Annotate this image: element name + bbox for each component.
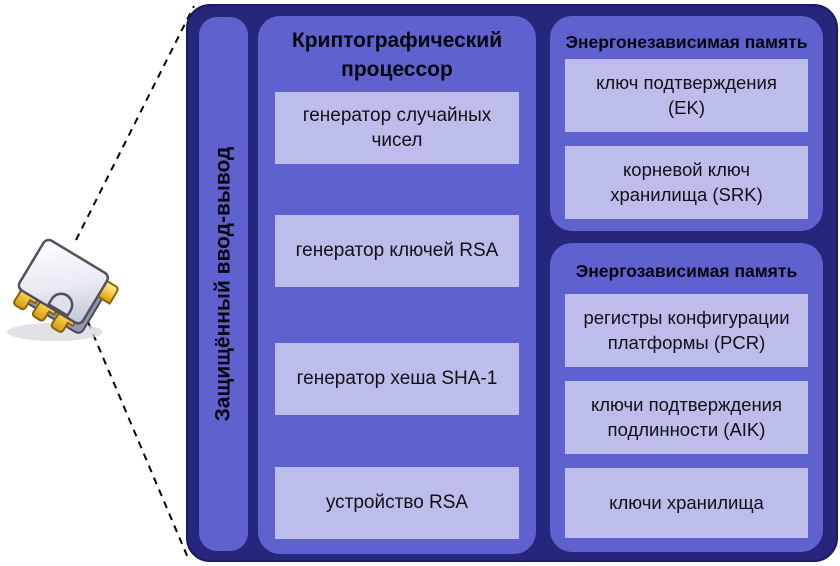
random-number-generator-label: генератор случайных чисел	[302, 104, 492, 151]
pcr-registers-label: регистры конфигурации платформы (PCR)	[583, 307, 790, 353]
secure-io-bar: Защищённый ввод-вывод	[199, 17, 248, 551]
storage-keys-label: ключи хранилища	[609, 491, 764, 513]
rsa-engine-box: устройство RSA	[275, 467, 519, 539]
chip-icon	[7, 238, 119, 341]
aik-keys-box: ключи подтверждения подлинности (AIK)	[565, 381, 808, 454]
volatile-memory-panel: Энергозависимая память регистры конфигур…	[550, 243, 823, 552]
pcr-registers-box: регистры конфигурации платформы (PCR)	[565, 294, 808, 367]
dashed-line-bottom	[87, 321, 189, 559]
aik-keys-label: ключи подтверждения подлинности (AIK)	[590, 394, 783, 440]
sha1-hash-generator-label: генератор хеша SHA-1	[296, 368, 498, 390]
storage-root-key-label: корневой ключ хранилища (SRK)	[610, 159, 763, 205]
nonvolatile-memory-panel: Энергонезависимая память ключ подтвержде…	[550, 16, 823, 231]
rsa-key-generator-label: генератор ключей RSA	[295, 240, 499, 262]
storage-keys-box: ключи хранилища	[565, 468, 808, 538]
secure-io-label: Защищённый ввод-вывод	[211, 146, 235, 422]
nonvolatile-memory-title: Энергонезависимая память	[565, 32, 808, 52]
random-number-generator-box: генератор случайных чисел	[275, 92, 519, 164]
sha1-hash-generator-box: генератор хеша SHA-1	[275, 343, 519, 415]
rsa-key-generator-box: генератор ключей RSA	[275, 215, 519, 287]
crypto-processor-panel: Криптографический процессор генератор сл…	[258, 16, 536, 554]
endorsement-key-label: ключ подтверждения (EK)	[596, 72, 777, 118]
volatile-memory-title: Энергозависимая память	[575, 261, 798, 281]
dashed-line-top	[75, 5, 195, 241]
rsa-engine-label: устройство RSA	[325, 492, 469, 514]
storage-root-key-box: корневой ключ хранилища (SRK)	[565, 146, 808, 219]
endorsement-key-box: ключ подтверждения (EK)	[565, 59, 808, 132]
crypto-processor-title: Криптографический процессор	[291, 29, 503, 82]
tpm-module-container: Защищённый ввод-вывод Криптографический …	[186, 4, 838, 562]
